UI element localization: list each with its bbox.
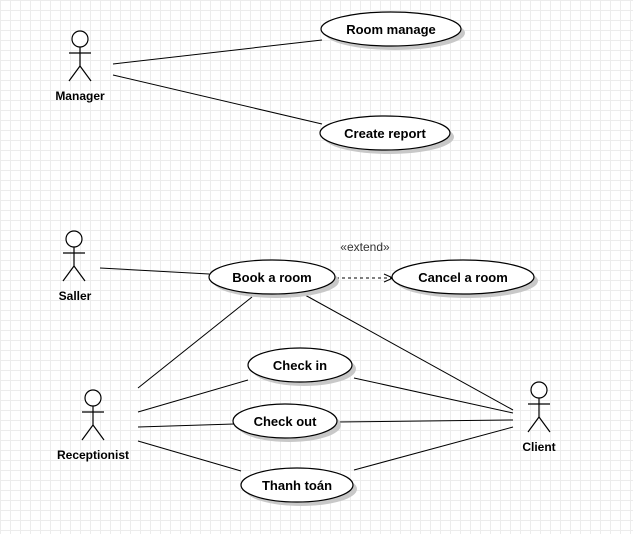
association-book-room-client (304, 294, 514, 411)
use-case-thanh-toan[interactable]: Thanh toán (240, 467, 357, 506)
use-case-label: Check out (254, 414, 318, 429)
association-manager-room-manage (112, 39, 323, 65)
use-case-label: Cancel a room (418, 270, 508, 285)
use-case-book-room[interactable]: Book a room (208, 259, 339, 298)
use-case-label: Check in (273, 358, 327, 373)
association-receptionist-check-in (137, 379, 249, 413)
association-thanh-toan-client (353, 426, 514, 471)
stick-figure-icon (62, 230, 86, 282)
actor-label: Client (522, 440, 555, 454)
use-case-cancel-room[interactable]: Cancel a room (391, 259, 538, 298)
actor-label: Saller (59, 289, 92, 303)
associations (99, 39, 514, 472)
actor-label: Receptionist (57, 448, 129, 462)
use-case-room-manage[interactable]: Room manage (320, 11, 465, 50)
extend-dependency: «extend» (336, 240, 395, 283)
stick-figure-icon (81, 389, 105, 441)
stick-figure-icon (527, 381, 551, 433)
stick-figure-icon (68, 30, 92, 82)
actor-receptionist[interactable]: Receptionist (57, 389, 129, 462)
association-receptionist-book-room (137, 296, 253, 389)
use-case-label: Room manage (346, 22, 436, 37)
use-case-check-in[interactable]: Check in (247, 347, 356, 386)
use-case-create-report[interactable]: Create report (319, 115, 454, 154)
association-manager-create-report (112, 74, 323, 125)
extend-label: «extend» (340, 240, 390, 254)
use-case-label: Thanh toán (262, 478, 332, 493)
use-case-label: Create report (344, 126, 426, 141)
association-receptionist-check-out (137, 423, 235, 428)
association-check-in-client (353, 377, 514, 414)
association-saller-book-room (99, 267, 210, 275)
actor-saller[interactable]: Saller (59, 230, 92, 303)
use-case-label: Book a room (232, 270, 311, 285)
actor-manager[interactable]: Manager (55, 30, 105, 103)
association-check-out-client (335, 419, 514, 423)
actor-label: Manager (55, 89, 105, 103)
use-case-check-out[interactable]: Check out (232, 403, 341, 442)
association-receptionist-thanh-toan (137, 440, 242, 472)
actor-client[interactable]: Client (522, 381, 556, 454)
